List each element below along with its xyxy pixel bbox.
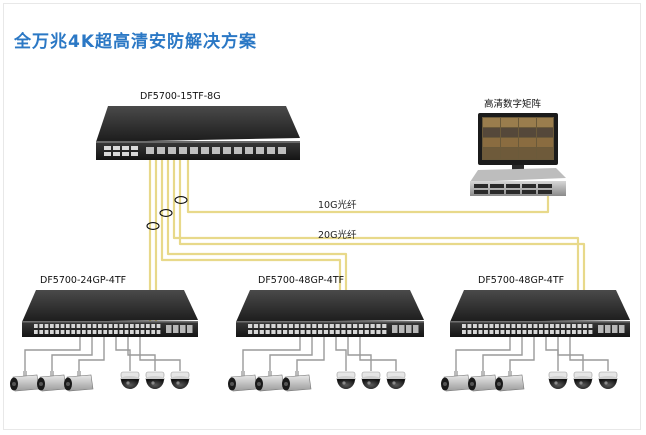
copper-cables	[24, 337, 181, 371]
access-switch-label-3: DF5700-48GP-4TF	[478, 275, 564, 286]
access-switch-sfp-ports	[598, 325, 625, 333]
access-switch-top	[450, 290, 630, 322]
access-switch-1: DF5700-24GP-4TF	[22, 275, 198, 337]
bundle-ellipse-3	[174, 196, 188, 204]
bullet-camera-icon	[255, 371, 285, 392]
dome-camera-icon	[145, 371, 165, 389]
core-switch-top	[96, 106, 300, 142]
dome-camera-icon	[598, 371, 618, 389]
camera-group-container	[10, 337, 618, 392]
page-title: 全万兆4K超高清安防解决方案	[14, 32, 258, 52]
dome-camera-icon	[386, 371, 406, 389]
video-matrix: 高清数字矩阵	[470, 98, 566, 196]
camera-group-1	[10, 337, 190, 392]
bundle-ellipse-1	[146, 222, 160, 230]
bullet-camera-icon	[64, 371, 94, 392]
monitor-icon	[478, 113, 558, 170]
bullet-camera-icon	[228, 371, 258, 392]
bullet-camera-icon	[10, 371, 40, 392]
access-switch-ports	[34, 324, 161, 334]
access-switch-front	[22, 321, 198, 337]
dome-camera-icon	[548, 371, 568, 389]
dome-camera-icon	[336, 371, 356, 389]
core-switch-sfp-ports	[146, 147, 286, 154]
bullet-camera-icon	[37, 371, 67, 392]
access-switch-ports	[462, 324, 593, 334]
fiber-bundle-markers	[146, 196, 188, 230]
access-switch-label-1: DF5700-24GP-4TF	[40, 275, 126, 286]
access-switch-top	[236, 290, 424, 322]
bullet-camera-icon	[468, 371, 498, 392]
bullet-camera-icon	[282, 371, 312, 392]
dome-camera-icon	[120, 371, 140, 389]
access-switch-sfp-ports	[166, 325, 193, 333]
access-switch-top	[22, 290, 198, 322]
access-switch-3: DF5700-48GP-4TF	[450, 275, 630, 337]
dome-camera-icon	[170, 371, 190, 389]
matrix-label: 高清数字矩阵	[484, 98, 542, 110]
fiber-link-switch2-b	[166, 160, 348, 300]
bullet-camera-icon	[495, 371, 525, 392]
core-switch: DF5700-15TF-8G	[96, 91, 300, 160]
copper-cables	[242, 337, 397, 371]
dome-camera-icon	[361, 371, 381, 389]
access-switch-ports	[248, 324, 387, 334]
camera-group-2	[228, 337, 406, 392]
bullet-camera-icon	[441, 371, 471, 392]
dome-camera-icon	[573, 371, 593, 389]
core-switch-label: DF5700-15TF-8G	[140, 91, 221, 102]
copper-cables	[455, 337, 609, 371]
fiber-link-switch3-b	[178, 160, 586, 292]
access-switch-2: DF5700-48GP-4TF	[236, 275, 424, 337]
access-switch-label-2: DF5700-48GP-4TF	[258, 275, 344, 286]
bundle-ellipse-2	[159, 209, 173, 217]
link-label-10g: 10G光纤	[318, 199, 357, 211]
access-switch-group: DF5700-24GP-4TF DF5700-48GP-4TF DF5700-48G…	[22, 275, 630, 337]
nvr-icon	[470, 168, 566, 196]
fiber-link-matrix	[186, 160, 550, 214]
camera-group-3	[441, 337, 618, 392]
access-switch-sfp-ports	[392, 325, 419, 333]
fiber-link-switch3-a	[172, 160, 580, 292]
core-switch-ports	[104, 146, 138, 156]
image-frame	[3, 3, 641, 430]
link-label-20g: 20G光纤	[318, 229, 357, 241]
